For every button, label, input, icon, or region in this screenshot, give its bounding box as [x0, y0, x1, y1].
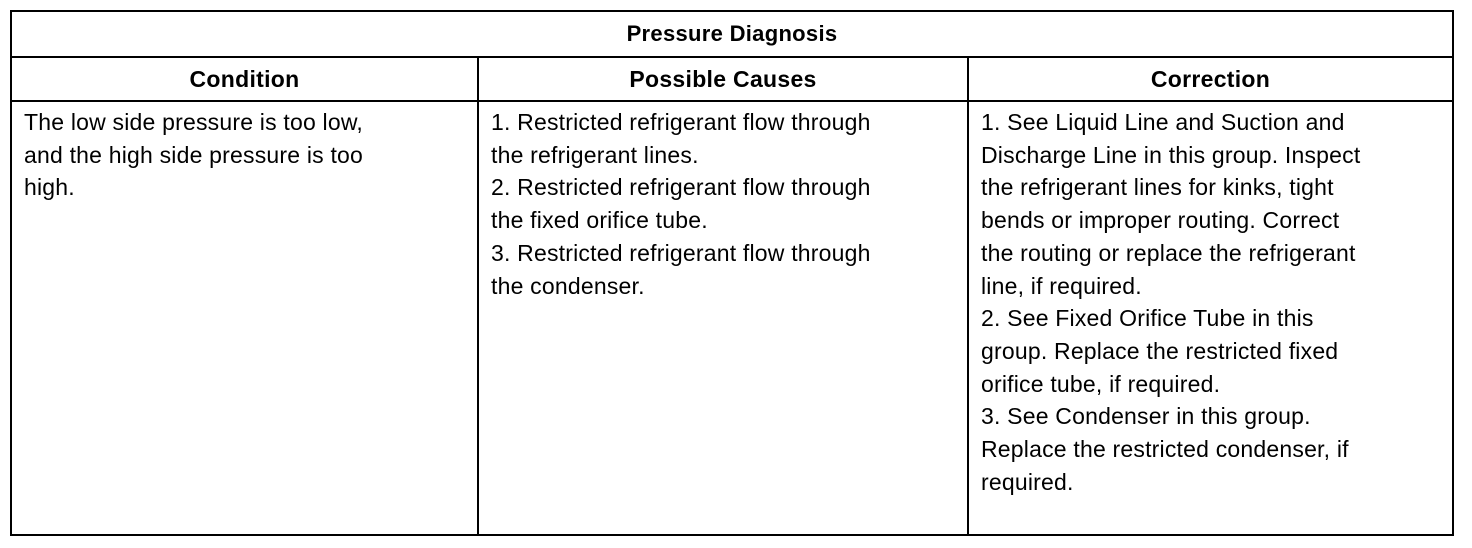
table-title: Pressure Diagnosis — [12, 12, 1452, 58]
correction-cell: 1. See Liquid Line and Suction and Disch… — [967, 100, 1452, 534]
cause-line: 2. Restricted refrigerant flow through — [491, 174, 871, 201]
header-condition: Condition — [12, 56, 479, 102]
title-row: Pressure Diagnosis — [12, 12, 1452, 58]
header-row: Condition Possible Causes Correction — [12, 56, 1452, 102]
cause-line: the condenser. — [491, 272, 645, 299]
correction-line: required. — [981, 468, 1074, 495]
correction-line: Replace the restricted condenser, if — [981, 436, 1349, 463]
condition-cell: The low side pressure is too low, and th… — [12, 100, 479, 534]
correction-line: the refrigerant lines for kinks, tight — [981, 174, 1334, 201]
correction-line: the routing or replace the refrigerant — [981, 239, 1356, 266]
cause-line: the refrigerant lines. — [491, 141, 699, 168]
cause-line: 3. Restricted refrigerant flow through — [491, 239, 871, 266]
correction-line: orifice tube, if required. — [981, 370, 1221, 397]
condition-line: and the high side pressure is too — [24, 141, 364, 168]
pressure-diagnosis-table-frame: Pressure Diagnosis Condition Possible Ca… — [10, 10, 1454, 536]
correction-line: line, if required. — [981, 272, 1142, 299]
table-row: The low side pressure is too low, and th… — [12, 100, 1452, 534]
possible-causes-cell: 1. Restricted refrigerant flow through t… — [477, 100, 969, 534]
header-correction: Correction — [967, 56, 1452, 102]
correction-line: 2. See Fixed Orifice Tube in this — [981, 305, 1314, 332]
correction-line: 3. See Condenser in this group. — [981, 403, 1311, 430]
pressure-diagnosis-table: Pressure Diagnosis Condition Possible Ca… — [12, 12, 1452, 534]
header-possible-causes: Possible Causes — [477, 56, 969, 102]
correction-line: 1. See Liquid Line and Suction and — [981, 109, 1345, 135]
cause-line: the fixed orifice tube. — [491, 207, 708, 234]
cause-line: 1. Restricted refrigerant flow through — [491, 109, 871, 135]
correction-line: bends or improper routing. Correct — [981, 207, 1340, 234]
correction-line: group. Replace the restricted fixed — [981, 337, 1339, 364]
condition-line: The low side pressure is too low, — [24, 109, 363, 135]
condition-line: high. — [24, 174, 75, 201]
correction-line: Discharge Line in this group. Inspect — [981, 141, 1361, 168]
